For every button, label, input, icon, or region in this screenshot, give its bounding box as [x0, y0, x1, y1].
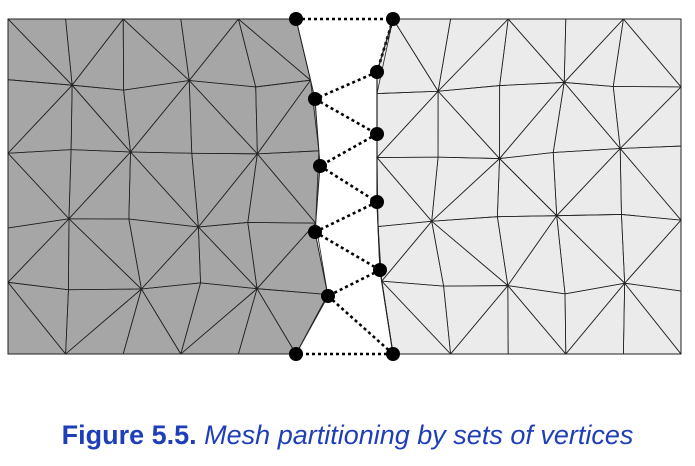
- mesh-triangle: [7, 281, 66, 355]
- separator-vertex: [308, 225, 322, 239]
- mesh-triangle: [507, 285, 567, 355]
- separator-edge: [314, 230, 381, 272]
- separator-vertex: [386, 347, 400, 361]
- separator-edge: [319, 132, 378, 168]
- right-partition: [376, 18, 682, 355]
- separator-edge: [314, 70, 378, 101]
- separator-vertex: [321, 289, 335, 303]
- separator-edges: [296, 17, 395, 356]
- separator-vertex: [289, 12, 303, 26]
- separator-edge: [314, 97, 378, 136]
- right-partition-fill: [376, 18, 682, 355]
- separator-vertex: [370, 127, 384, 141]
- left-partition: [7, 18, 329, 355]
- separator-vertex: [313, 159, 327, 173]
- figure-caption-text: Mesh partitioning by sets of vertices: [204, 420, 634, 450]
- separator-edge: [319, 164, 378, 204]
- right-boundary-edge: [376, 18, 394, 73]
- separator-vertex: [289, 347, 303, 361]
- mesh-diagram: [7, 12, 682, 361]
- right-boundary-edge: [376, 201, 381, 271]
- separator-edge: [327, 295, 394, 355]
- left-partition-fill: [7, 18, 329, 355]
- mesh-triangle: [237, 288, 297, 355]
- right-boundary-edge: [379, 269, 394, 355]
- mesh-partition-figure: [7, 12, 682, 361]
- separator-vertices: [289, 12, 400, 361]
- mesh-triangle: [623, 282, 682, 355]
- figure-caption: Figure 5.5. Mesh partitioning by sets of…: [0, 420, 695, 451]
- separator-vertex: [373, 263, 387, 277]
- mesh-triangle: [122, 288, 182, 355]
- separator-vertex: [308, 92, 322, 106]
- separator-vertex: [370, 65, 384, 79]
- separator-edge: [327, 268, 381, 298]
- figure-label: Figure 5.5.: [61, 420, 197, 450]
- separator-vertex: [370, 195, 384, 209]
- separator-vertex: [386, 12, 400, 26]
- separator-edge: [314, 200, 378, 234]
